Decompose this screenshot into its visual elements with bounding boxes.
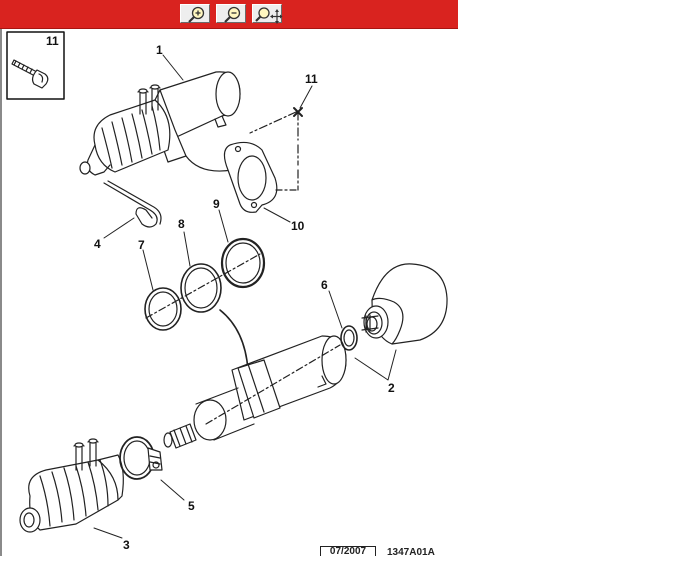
toolbar (0, 0, 458, 29)
callout-10: 10 (291, 219, 305, 233)
callout-7: 7 (138, 238, 145, 252)
part-5-clamp (119, 436, 163, 480)
part-7-seal (144, 287, 182, 331)
part-9-seal (220, 237, 266, 289)
callout-9: 9 (213, 197, 220, 211)
part-8-seal-inner (184, 267, 218, 309)
zoom-pan-icon (255, 7, 283, 24)
zoom-in-icon (188, 6, 205, 23)
zoom-out-button[interactable] (216, 4, 246, 23)
callout-6: 6 (321, 278, 328, 292)
viewer-border (0, 0, 2, 556)
part-7-seal-inner (148, 291, 178, 327)
callout-2: 2 (388, 381, 395, 395)
callout-8: 8 (178, 217, 185, 231)
zoom-pan-button[interactable] (252, 4, 283, 24)
footer-date: 07/2007 (320, 546, 376, 556)
zoom-in-button[interactable] (180, 4, 210, 23)
connector-line-2 (219, 309, 249, 371)
cylinder-body (163, 335, 347, 449)
part-3-boot (19, 438, 124, 533)
page-bottom (0, 556, 679, 579)
axis-line-lower (205, 344, 341, 425)
part-6-oring-inner (343, 329, 355, 347)
exploded-parts-diagram: 11 (6, 31, 448, 552)
callout-5: 5 (188, 499, 195, 513)
part-8-seal (180, 263, 222, 313)
connector-line (185, 155, 233, 172)
part-11-screw-marker (249, 107, 303, 191)
part-1-slave-cylinder (79, 71, 241, 176)
axis-line-upper (145, 253, 261, 319)
callout-3: 3 (123, 538, 130, 552)
callout-1: 1 (156, 43, 163, 57)
callout-4: 4 (94, 237, 101, 251)
footer-code: 1347A01A (387, 547, 435, 556)
part-4-clip (103, 180, 162, 228)
part-6-oring (340, 325, 358, 351)
callout-11: 11 (305, 72, 318, 86)
diagram-viewer: 11 (0, 0, 458, 556)
leader-lines (93, 54, 397, 539)
part-10-gasket (223, 141, 278, 213)
zoom-out-icon (224, 6, 241, 23)
part-9-seal-inner (225, 242, 261, 284)
part-2-sphere (361, 263, 448, 345)
screw-inset: 11 (6, 31, 65, 100)
inset-label: 11 (46, 34, 59, 48)
